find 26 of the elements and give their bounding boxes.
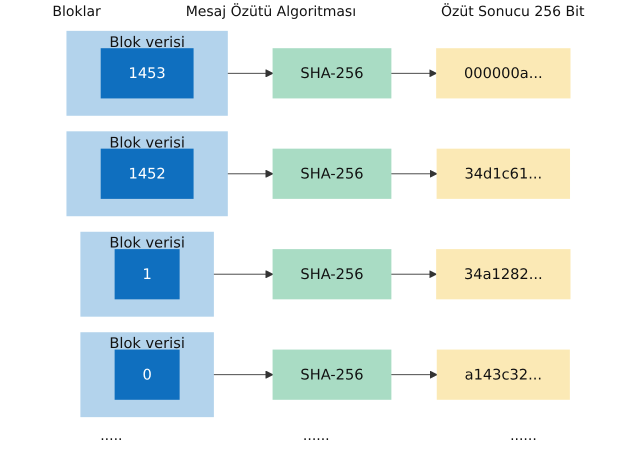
- node-box: SHA-256: [272, 249, 392, 300]
- node-box: SHA-256: [272, 148, 392, 199]
- column-heading: Özüt Sonucu 256 Bit: [440, 4, 585, 20]
- ellipsis-text: ......: [302, 428, 330, 444]
- column-heading: Bloklar: [52, 4, 101, 20]
- node-box: 1: [114, 249, 180, 300]
- column-heading: Mesaj Özütü Algoritması: [186, 4, 356, 20]
- node-box: 000000a...: [436, 48, 571, 98]
- ellipsis-text: ......: [510, 428, 537, 444]
- node-box: 1453: [100, 48, 194, 98]
- arrow: [226, 170, 274, 178]
- node-box: SHA-256: [272, 350, 392, 400]
- arrow: [390, 370, 438, 379]
- node-box: 0: [114, 350, 180, 400]
- arrow: [390, 170, 438, 178]
- node-box: 34a1282...: [436, 249, 571, 300]
- node-box: a143c32...: [436, 350, 570, 400]
- node-box: 34d1c61...: [436, 148, 570, 199]
- arrow: [226, 69, 274, 78]
- node-box: SHA-256: [272, 48, 392, 98]
- arrow: [213, 270, 274, 278]
- arrow: [390, 69, 437, 78]
- arrow: [213, 370, 274, 379]
- node-box: 1452: [100, 148, 194, 199]
- arrow: [390, 270, 437, 278]
- ellipsis-text: .....: [100, 428, 122, 444]
